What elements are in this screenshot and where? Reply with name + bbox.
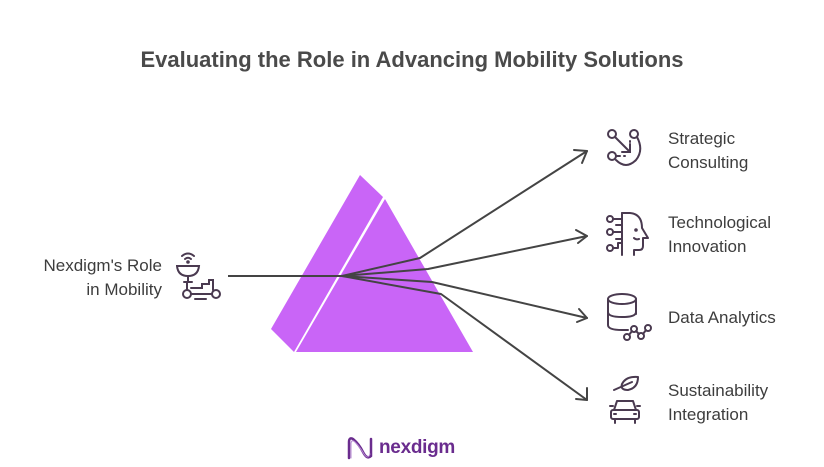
database-analytics-icon	[607, 293, 652, 341]
ai-head-icon	[606, 212, 649, 256]
autonomous-robot-icon	[176, 252, 221, 300]
item-label-line2: Integration	[668, 405, 749, 424]
item-label-sustainability-integration: Sustainability Integration	[668, 379, 768, 427]
prism-sliver	[271, 175, 383, 352]
item-label-line2: Innovation	[668, 237, 747, 256]
item-label-strategic-consulting: Strategic Consulting	[668, 127, 748, 175]
page-title: Evaluating the Role in Advancing Mobilit…	[140, 47, 684, 72]
nexdigm-logo: nexdigm	[345, 434, 455, 462]
item-label-line1: Data Analytics	[668, 308, 776, 327]
source-label: Nexdigm's Role in Mobility	[20, 254, 162, 302]
item-label-line1: Sustainability	[668, 381, 769, 400]
item-label-line2: Consulting	[668, 153, 749, 172]
eco-car-icon	[609, 375, 641, 424]
beam-sustainability-integration	[341, 275, 588, 401]
arrowhead-1	[573, 149, 588, 164]
arrowhead-4	[575, 387, 588, 401]
nexdigm-wave-icon	[347, 437, 373, 460]
item-label-technological-innovation: Technological Innovation	[668, 211, 771, 259]
item-label-line1: Technological	[668, 213, 772, 232]
beam-strategic-consulting	[341, 150, 588, 277]
nexdigm-logo-text: nexdigm	[379, 437, 456, 458]
item-label-line1: Strategic	[668, 129, 736, 148]
source-label-line2: in Mobility	[86, 280, 162, 299]
strategy-arrows-icon	[607, 129, 642, 166]
prism-triangle	[296, 199, 473, 352]
item-label-data-analytics: Data Analytics	[668, 306, 776, 330]
beam-technological-innovation	[341, 235, 588, 277]
source-label-line1: Nexdigm's Role	[43, 256, 162, 275]
beam-data-analytics	[341, 275, 588, 319]
arrowhead-2	[575, 229, 588, 244]
arrowhead-3	[576, 308, 588, 323]
